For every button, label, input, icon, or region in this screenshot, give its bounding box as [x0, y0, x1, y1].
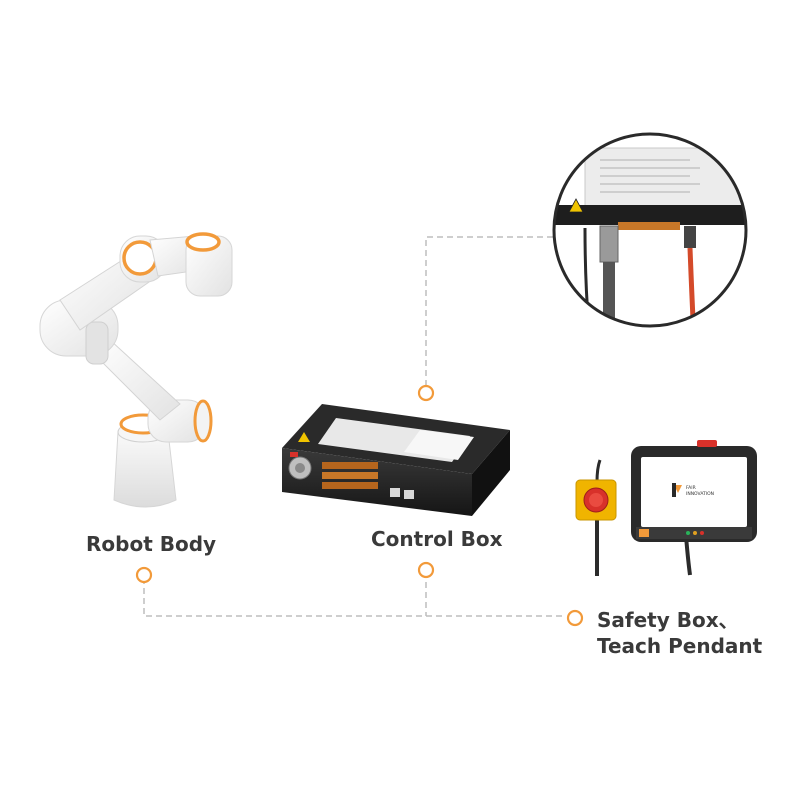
node-safety — [566, 609, 584, 627]
node-control-top — [417, 384, 435, 402]
pendant-brand-line2: INNOVATION — [686, 491, 714, 497]
node-control-box — [417, 561, 435, 579]
robot-body-label: Robot Body — [86, 532, 217, 556]
teach-pendant-image: FAIR INNOVATION — [631, 440, 757, 576]
line-control-to-zoom — [425, 236, 556, 386]
teach-pendant-label: Teach Pendant — [597, 634, 763, 658]
connector-nodes — [135, 384, 584, 627]
control-box-closeup — [552, 132, 748, 328]
node-robot-body — [135, 566, 153, 584]
robot-arm-image — [39, 232, 233, 508]
pendant-brand-line1: FAIR — [686, 485, 696, 491]
line-bottom-bus — [143, 578, 566, 617]
safety-box-label: Safety Box、 — [597, 608, 739, 632]
connector-lines — [143, 236, 566, 617]
safety-box-image — [575, 459, 617, 576]
control-box-label: Control Box — [371, 527, 503, 551]
control-box-image — [282, 404, 510, 516]
